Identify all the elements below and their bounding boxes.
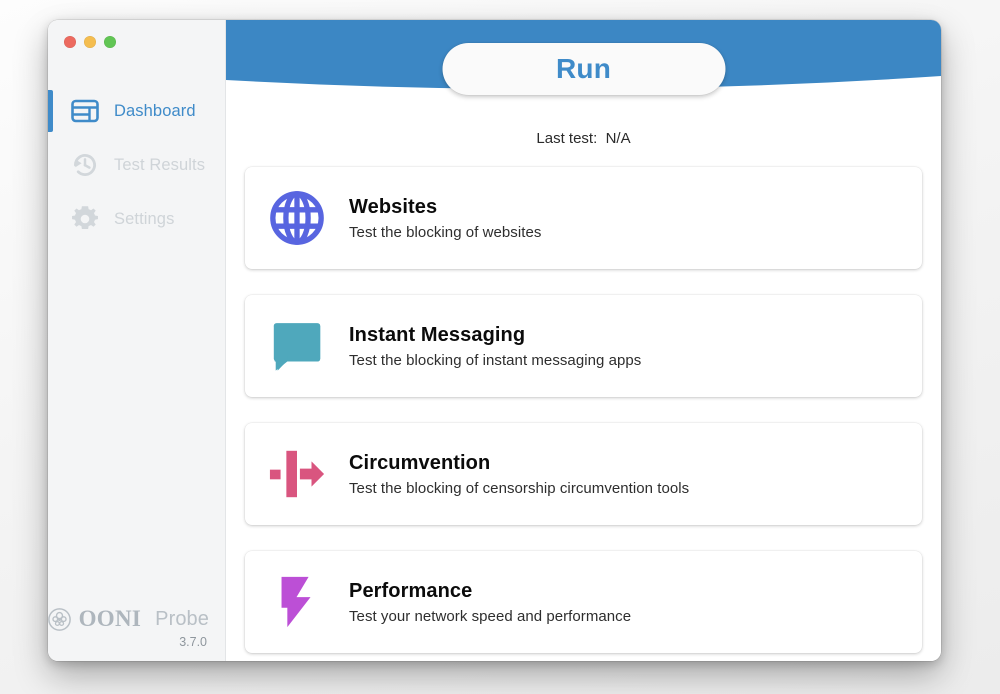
sidebar-item-test-results[interactable]: Test Results: [48, 138, 225, 192]
card-text: Instant Messaging Test the blocking of i…: [349, 324, 641, 369]
sidebar-footer: OONI Probe 3.7.0: [48, 606, 225, 661]
test-card-websites[interactable]: Websites Test the blocking of websites: [245, 167, 922, 269]
speech-bubble-icon: [265, 314, 329, 378]
test-card-instant-messaging[interactable]: Instant Messaging Test the blocking of i…: [245, 295, 922, 397]
zoom-button[interactable]: [104, 36, 116, 48]
card-subtitle: Test the blocking of websites: [349, 223, 542, 241]
ooni-wordmark: OONI: [78, 606, 142, 631]
card-subtitle: Test the blocking of instant messaging a…: [349, 351, 642, 369]
sidebar: Dashboard Test Results: [48, 20, 226, 661]
ooni-octopus-logo-icon: [48, 607, 72, 632]
card-title: Instant Messaging: [349, 323, 526, 346]
ooni-probe-logo: OONI Probe: [48, 606, 209, 632]
main-content: Run Last test: N/A Websites Test t: [226, 20, 941, 661]
card-subtitle: Test your network speed and performance: [349, 607, 632, 625]
sidebar-item-dashboard[interactable]: Dashboard: [48, 84, 225, 138]
run-button-label: Run: [555, 53, 612, 84]
lightning-bolt-icon: [265, 570, 329, 634]
dashboard-icon: [70, 96, 100, 126]
sidebar-item-settings[interactable]: Settings: [48, 192, 225, 246]
gear-icon: [70, 204, 100, 234]
card-text: Websites Test the blocking of websites: [349, 196, 541, 241]
sidebar-item-label: Dashboard: [114, 101, 196, 120]
history-clock-icon: [70, 150, 100, 180]
test-card-list: Websites Test the blocking of websites I…: [245, 167, 922, 653]
test-card-performance[interactable]: Performance Test your network speed and …: [245, 551, 922, 653]
card-title: Circumvention: [349, 451, 491, 474]
card-subtitle: Test the blocking of censorship circumve…: [349, 479, 690, 497]
card-text: Performance Test your network speed and …: [349, 580, 631, 625]
globe-icon: [265, 186, 329, 250]
sidebar-item-label: Test Results: [114, 155, 206, 174]
window-traffic-lights: [48, 20, 225, 64]
last-test-status: Last test: N/A: [536, 130, 631, 147]
card-text: Circumvention Test the blocking of censo…: [349, 452, 689, 497]
minimize-button[interactable]: [84, 36, 96, 48]
card-title: Performance: [349, 579, 473, 602]
version-label: 3.7.0: [179, 635, 207, 649]
card-title: Websites: [349, 195, 438, 218]
app-window: Dashboard Test Results: [48, 20, 941, 661]
close-button[interactable]: [64, 36, 76, 48]
test-card-circumvention[interactable]: Circumvention Test the blocking of censo…: [245, 423, 922, 525]
sidebar-item-label: Settings: [114, 209, 175, 228]
probe-wordmark: Probe: [155, 607, 209, 630]
run-button[interactable]: Run: [442, 43, 725, 95]
sidebar-nav: Dashboard Test Results: [48, 84, 225, 246]
active-indicator: [48, 90, 53, 132]
circumvention-arrow-icon: [265, 442, 329, 506]
